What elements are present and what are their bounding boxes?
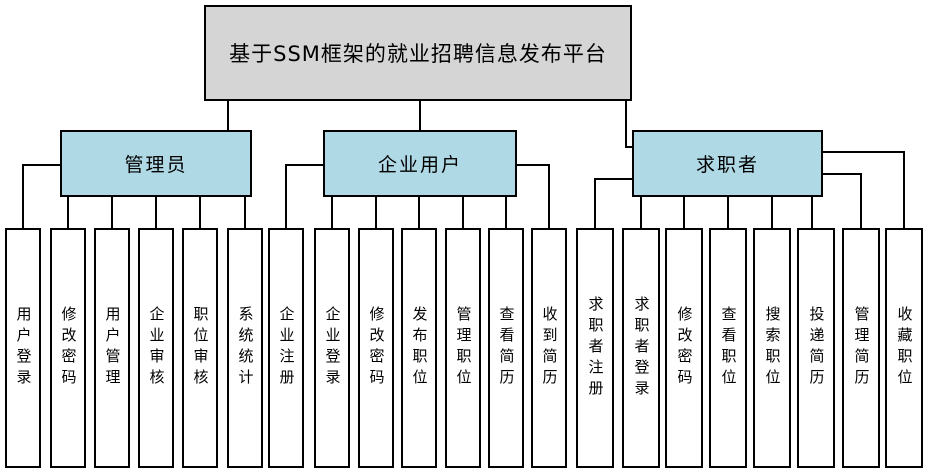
connector-js-register bbox=[594, 178, 632, 228]
connector-js-favorite-job bbox=[823, 151, 905, 228]
leaf-js-jobseeker-register: 求职者注册 bbox=[576, 228, 614, 468]
leaf-js-favorite-job: 收藏职位 bbox=[885, 228, 923, 468]
connector-ent-received-resume bbox=[517, 164, 550, 228]
connector-ent-register bbox=[285, 164, 323, 228]
leaf-admin-user-login: 用户登录 bbox=[5, 228, 41, 468]
leaf-admin-enterprise-review: 企业审核 bbox=[138, 228, 174, 468]
leaf-js-search-job: 搜索职位 bbox=[753, 228, 791, 468]
connector-js-manage-resume bbox=[823, 173, 862, 228]
leaf-ent-enterprise-register: 企业注册 bbox=[268, 228, 304, 468]
leaf-js-jobseeker-login: 求职者登录 bbox=[622, 228, 660, 468]
branch-node-job-seeker: 求职者 bbox=[632, 130, 823, 197]
connector-root-jobseeker bbox=[625, 101, 632, 148]
leaf-admin-system-statistics: 系统统计 bbox=[227, 228, 263, 468]
leaf-ent-manage-job: 管理职位 bbox=[445, 228, 481, 468]
leaf-js-deliver-resume: 投递简历 bbox=[797, 228, 835, 468]
branch-node-enterprise-user: 企业用户 bbox=[323, 130, 517, 197]
leaf-ent-enterprise-login: 企业登录 bbox=[314, 228, 350, 468]
leaf-ent-change-password: 修改密码 bbox=[358, 228, 394, 468]
connector-admin-user-login bbox=[22, 164, 60, 228]
leaf-js-manage-resume: 管理简历 bbox=[842, 228, 880, 468]
leaf-js-view-job: 查看职位 bbox=[709, 228, 747, 468]
leaf-admin-job-review: 职位审核 bbox=[182, 228, 218, 468]
root-node-platform: 基于SSM框架的就业招聘信息发布平台 bbox=[204, 5, 632, 101]
leaf-admin-user-management: 用户管理 bbox=[94, 228, 130, 468]
branch-node-admin: 管理员 bbox=[60, 130, 252, 197]
leaf-admin-change-password: 修改密码 bbox=[50, 228, 86, 468]
leaf-ent-view-resume: 查看简历 bbox=[488, 228, 524, 468]
leaf-ent-received-resume: 收到简历 bbox=[531, 228, 567, 468]
leaf-js-change-password: 修改密码 bbox=[665, 228, 703, 468]
leaf-ent-publish-job: 发布职位 bbox=[401, 228, 437, 468]
